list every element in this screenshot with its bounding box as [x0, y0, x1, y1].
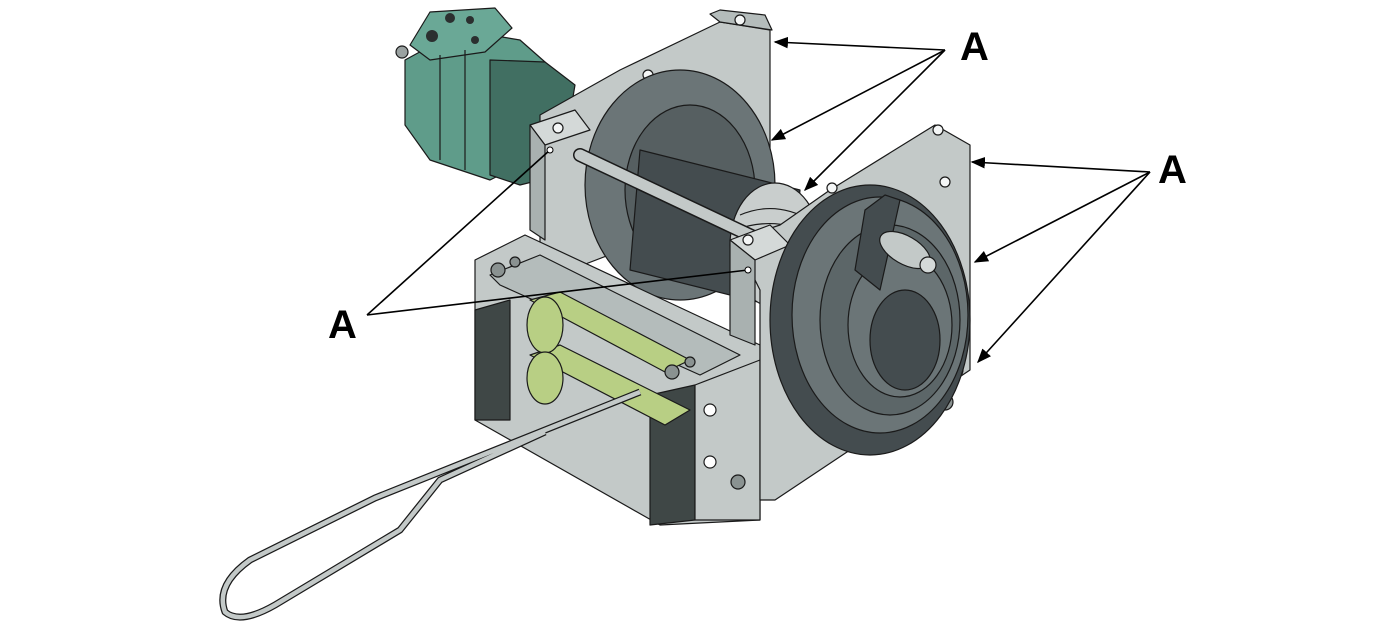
callout-label-top-right: A: [960, 25, 989, 69]
cable-loop: [219, 388, 642, 621]
callout-label-mid-right: A: [1158, 148, 1187, 192]
roller-fairlead: [474, 234, 761, 526]
leader-lines: [366, 36, 1151, 364]
gear-housing: [769, 184, 971, 456]
hydraulic-motor: [395, 7, 576, 186]
callout-label-left: A: [328, 303, 357, 347]
